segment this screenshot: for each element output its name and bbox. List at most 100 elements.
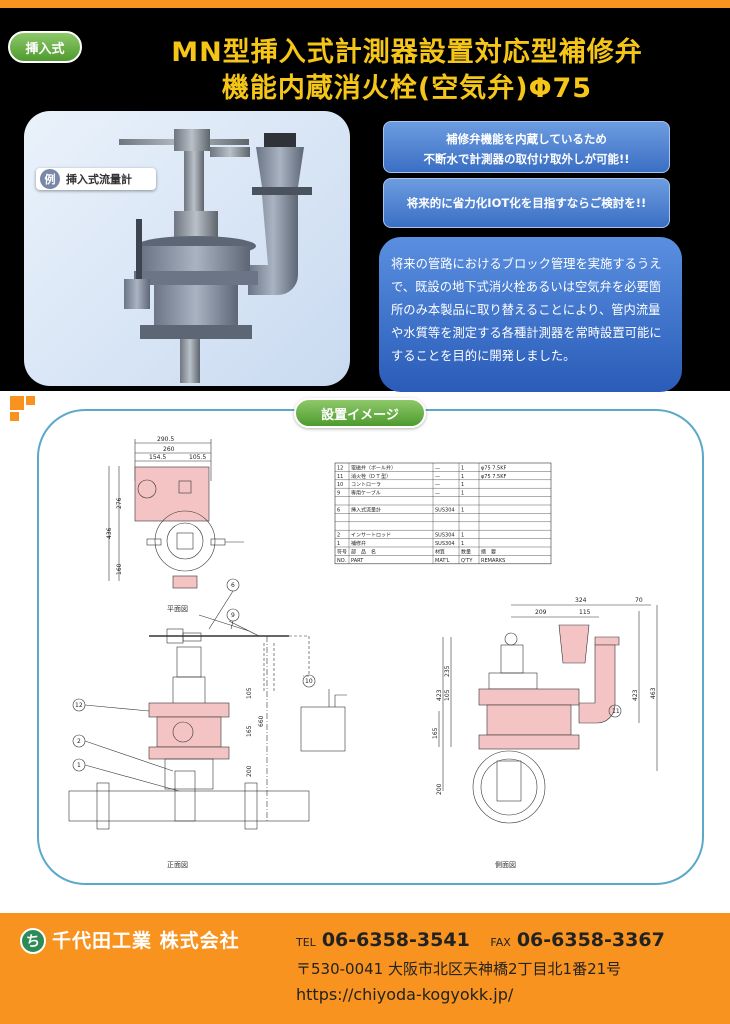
callout-11: 11	[612, 708, 620, 715]
parts-table-cell: —	[435, 491, 440, 497]
parts-table-header: 摘 要	[481, 548, 496, 555]
parts-table-cell: 挿入式流量計	[351, 506, 381, 513]
dim-side-8: 165	[432, 727, 439, 739]
parts-table-cell: コントローラ	[351, 482, 381, 488]
dim-side-9: 423	[632, 689, 639, 701]
company-address: 〒530-0041 大阪市北区天神橋2丁目北1番21号	[296, 960, 622, 978]
technical-drawing: 290.5 260 154.5 105.5 276 436 160 平面図 10…	[68, 436, 658, 869]
parts-table-header: 符号	[337, 548, 347, 555]
dim-front-2: 165	[246, 725, 253, 737]
dim-plan-6: 436	[106, 527, 113, 539]
parts-table-header: NO.	[337, 558, 346, 564]
parts-table-cell: SUS304	[435, 533, 455, 539]
parts-table-cell: 12	[337, 465, 343, 471]
contact-phone: TEL 06-6358-3541 FAX 06-6358-3367	[296, 929, 665, 951]
tel-label: TEL	[296, 936, 316, 949]
install-image-frame: 290.5 260 154.5 105.5 276 436 160 平面図 10…	[37, 409, 704, 885]
dim-plan-3: 154.5	[149, 454, 166, 461]
callout-10: 10	[305, 678, 313, 685]
page-title-line1: MN型挿入式計測器設置対応型補修弁	[171, 37, 643, 68]
corner-decoration	[0, 391, 730, 421]
example-label: 例 挿入式流量計	[36, 168, 156, 190]
tel-number: 06-6358-3541	[321, 929, 470, 951]
description-box: 将来の管路におけるブロック管理を実施するうえで、既設の地下式消火栓あるいは空気弁…	[379, 237, 682, 392]
front-view-label: 正面図	[167, 861, 188, 869]
parts-table-cell: 消火栓（D T 型）	[351, 473, 391, 480]
parts-table-cell: 1	[461, 541, 464, 547]
parts-table-cell: 補修弁	[351, 540, 366, 547]
dim-side-11: 200	[436, 783, 443, 795]
top-stripe	[0, 0, 730, 8]
dim-plan-4: 105.5	[189, 454, 206, 461]
dim-side-1: 324	[575, 597, 587, 604]
dim-side-2: 70	[635, 597, 643, 604]
callout-1: 1	[77, 762, 81, 769]
parts-table-cell: SUS304	[435, 541, 455, 547]
parts-table-cell: 10	[337, 482, 343, 488]
parts-table-cell: —	[435, 465, 440, 471]
dim-side-5: 235	[444, 665, 451, 677]
parts-table-cell: 1	[461, 507, 464, 513]
dim-side-7: 423	[436, 689, 443, 701]
parts-table-cell: 1	[461, 491, 464, 497]
valve-illustration	[119, 129, 312, 383]
parts-table-cell: φ75 7.5KF	[481, 474, 506, 480]
feature-line-2: 不断水で計測器の取付け取外しが可能!!	[423, 152, 630, 166]
feature-line-1: 補修弁機能を内蔵しているため	[446, 132, 607, 146]
parts-table-header: PART	[351, 558, 364, 564]
parts-table-cell: 2	[337, 533, 340, 539]
install-image-pill: 設置イメージ	[294, 398, 426, 428]
page-title-line2: 機能内蔵消火栓(空気弁)Φ75	[221, 73, 593, 104]
callout-6: 6	[231, 582, 235, 589]
parts-table-cell: 1	[461, 465, 464, 471]
parts-table-cell: 専用ケーブル	[351, 490, 381, 497]
parts-table-header: 材質	[435, 548, 445, 555]
dim-side-4: 115	[579, 609, 591, 616]
parts-table-cell: 1	[461, 482, 464, 488]
dim-plan-1: 290.5	[157, 436, 174, 443]
fax-number: 06-6358-3367	[516, 929, 665, 951]
callout-12: 12	[75, 702, 83, 709]
dim-front-4: 200	[246, 765, 253, 777]
parts-table-cell: 6	[337, 507, 340, 513]
company-url[interactable]: https://chiyoda-kogyokk.jp/	[296, 985, 514, 1004]
parts-table-cell: インサートロッド	[351, 533, 391, 539]
parts-table-header: 数量	[461, 548, 471, 555]
dim-plan-2: 260	[163, 446, 175, 453]
dim-plan-7: 160	[116, 563, 123, 575]
footer: ち 千代田工業 株式会社 TEL 06-6358-3541 FAX 06-6358-…	[0, 913, 730, 1024]
parts-table-cell: 1	[461, 474, 464, 480]
parts-table-cell: 1	[461, 533, 464, 539]
dim-plan-5: 276	[116, 497, 123, 509]
parts-table-cell: —	[435, 482, 440, 488]
feature-box-1: 補修弁機能を内蔵しているため 不断水で計測器の取付け取外しが可能!!	[383, 121, 670, 173]
parts-table-header: MAT'L	[435, 558, 450, 564]
parts-table-cell: 9	[337, 491, 340, 497]
dim-front-1: 105	[246, 687, 253, 699]
parts-table-cell: 11	[337, 474, 343, 480]
parts-table-cell: —	[435, 474, 440, 480]
dim-side-3: 209	[535, 609, 547, 616]
parts-table-cell: SUS304	[435, 507, 455, 513]
parts-table-header: Q'TY	[461, 558, 473, 564]
callout-2: 2	[77, 738, 81, 745]
parts-table-cell: 電磁弁（ボール弁）	[351, 464, 396, 471]
callout-9: 9	[231, 612, 235, 619]
company-logo-icon: ち	[20, 928, 46, 954]
dim-front-3: 660	[258, 715, 265, 727]
parts-table-cell: 1	[337, 541, 340, 547]
product-photo	[24, 111, 350, 386]
example-label-text: 挿入式流量計	[66, 173, 132, 186]
plan-view-label: 平面図	[167, 605, 188, 613]
fax-label: FAX	[490, 936, 511, 949]
feature-box-2: 将来的に省力化IOT化を目指すならご検討を!!	[383, 178, 670, 228]
side-view-label: 側面図	[495, 860, 516, 869]
dim-side-6: 105	[444, 689, 451, 701]
header-panel: 挿入式 MN型挿入式計測器設置対応型補修弁 機能内蔵消火栓(空気弁)Φ75	[0, 8, 730, 392]
parts-table-header: REMARKS	[481, 558, 505, 564]
parts-table-header: 部 品 名	[351, 548, 376, 555]
example-icon: 例	[40, 169, 60, 189]
company-name: 千代田工業 株式会社	[52, 930, 240, 952]
dim-side-10: 463	[650, 687, 657, 699]
